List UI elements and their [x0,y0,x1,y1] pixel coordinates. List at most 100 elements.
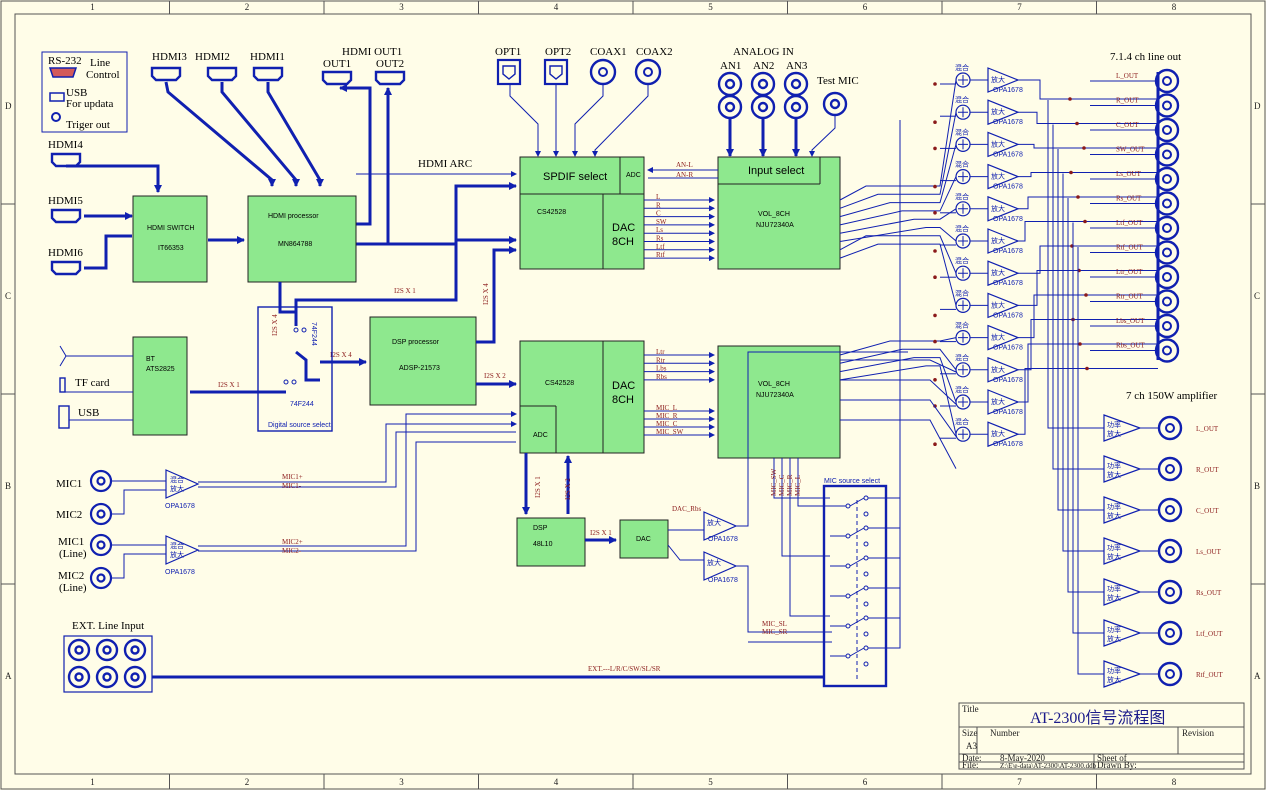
svg-text:放大: 放大 [991,107,1005,116]
svg-text:I2S X 1: I2S X 1 [394,287,416,295]
grid-col-label: 3 [399,2,404,12]
buffer-amp-icon [987,67,1020,93]
svg-text:74F244: 74F244 [310,322,317,346]
buffer-amp-icon [987,163,1020,190]
svg-text:放大: 放大 [991,429,1005,438]
hdmi-out2-port-icon [374,70,406,86]
buffer-amp-icon [987,99,1020,126]
svg-text:8-May-2020: 8-May-2020 [1000,753,1045,763]
svg-text:DAC: DAC [612,380,635,392]
mic-vertical-label: MIC_SW [770,468,778,496]
title-block: Title AT-2300信号流程图 Size A3 Number Revisi… [958,702,1245,770]
svg-text:SPDIF select: SPDIF select [543,171,607,183]
svg-text:RS-232: RS-232 [48,55,82,67]
svg-text:I2S X 1: I2S X 1 [590,529,612,537]
svg-text:OPA1678: OPA1678 [993,345,1023,352]
hdmi-out1-port-icon [321,70,353,86]
amplifier-outputs: 功率放大L_OUT功率放大R_OUT功率放大C_OUT功率放大Ls_OUT功率放… [1047,100,1224,688]
svg-text:混合: 混合 [955,63,969,72]
amp-out-label: L_OUT [1196,425,1219,433]
speaker-terminal-icon [1157,620,1183,646]
svg-text:Test MIC: Test MIC [817,75,859,87]
svg-text:OPA1678: OPA1678 [165,569,195,576]
svg-text:OPA1678: OPA1678 [993,184,1023,191]
ext-line-input: EXT. Line Input EXT.---L/R/C/SW/SL/SR [63,620,824,693]
svg-text:放大: 放大 [991,365,1005,374]
channel-label: Ltf [656,243,665,251]
svg-text:USB: USB [66,87,87,99]
channel-label: MIC_C [656,420,678,428]
buffer-amp-icon [987,260,1020,287]
svg-text:(Line): (Line) [59,548,87,560]
line-out-label: Rs_OUT [1116,195,1142,203]
svg-text:混合: 混合 [170,541,184,550]
svg-text:I2S X 1: I2S X 1 [534,476,542,498]
svg-text:MIC1: MIC1 [56,478,82,490]
svg-text:MIC1-: MIC1- [282,482,302,490]
line-out-label: C_OUT [1116,121,1139,129]
hdmi1-label: HDMI1 [250,51,285,63]
svg-text:OPT1: OPT1 [495,46,521,58]
grid-col-label: 6 [863,2,868,12]
svg-text:ADC: ADC [626,172,641,179]
svg-text:放大: 放大 [1107,470,1121,479]
svg-text:放大: 放大 [707,558,721,567]
hdmi5-label: HDMI5 [48,195,83,207]
svg-text:COAX2: COAX2 [636,46,673,58]
dac-block: DAC [619,519,669,559]
amp-out-label: R_OUT [1196,466,1219,474]
svg-text:DSP processor: DSP processor [392,339,440,346]
grid-col-label: 5 [708,2,713,12]
hdmi2-port-icon [206,66,238,82]
dsp2-block: DSP 48L10 [516,517,586,567]
grid-col-label: 1 [90,777,95,787]
grid-col-label: 6 [863,777,868,787]
buffer-amp-icon [987,292,1020,319]
buffer-amp-icon [987,421,1020,448]
svg-text:功率: 功率 [1107,584,1121,593]
svg-text:USB: USB [78,407,99,419]
line-out-header: 7.1.4 ch line out [1110,51,1181,63]
grid-row-label: A [5,671,12,681]
svg-text:放大: 放大 [991,172,1005,181]
svg-text:VOL_8CH: VOL_8CH [758,211,790,218]
svg-text:混合: 混合 [955,288,969,297]
svg-text:混合: 混合 [955,127,969,136]
grid-row-label: C [1254,291,1260,301]
speaker-terminal-icon [1157,661,1183,687]
digital-inputs: OPT1 OPT2 COAX1 COAX2 [495,46,673,157]
svg-text:8CH: 8CH [612,236,634,248]
svg-text:MIC2: MIC2 [58,570,84,582]
svg-text:CS42528: CS42528 [545,380,574,387]
grid-row-label: C [5,291,11,301]
channel-label: Rs [656,235,664,243]
speaker-terminal-icon [1157,497,1183,523]
amp-out-label: Ls_OUT [1196,548,1222,556]
svg-text:放大: 放大 [991,397,1005,406]
mic-vertical-label: MIC_C [778,474,786,496]
channel-label: MIC_R [656,412,678,420]
channel-label: Rtr [656,356,666,364]
svg-text:EXT.---L/R/C/SW/SL/SR: EXT.---L/R/C/SW/SL/SR [588,665,661,673]
svg-text:放大: 放大 [991,236,1005,245]
svg-text:ATS2825: ATS2825 [146,366,175,373]
svg-text:AN-L: AN-L [676,161,693,169]
svg-text:Z:\E\e-data\AT-2300\AT-2300.dd: Z:\E\e-data\AT-2300\AT-2300.ddb [1000,762,1097,770]
svg-text:I2S X 4: I2S X 4 [271,314,279,336]
svg-text:I2S X 2: I2S X 2 [564,478,572,500]
hdmi-inputs: HDMI3 HDMI2 HDMI1 HDMI4 HDMI5 HDMI6 HDMI… [48,46,406,276]
svg-text:OUT2: OUT2 [376,58,404,70]
svg-text:OPA1678: OPA1678 [993,377,1023,384]
svg-text:AN1: AN1 [720,60,741,72]
svg-text:混合: 混合 [955,417,969,426]
line-out-label: Rtr_OUT [1116,293,1144,301]
svg-text:Number: Number [990,728,1020,738]
hdmi6-port-icon [50,260,82,276]
line-out-label: SW_OUT [1116,146,1145,154]
svg-text:放大: 放大 [991,139,1005,148]
line-outputs: L_OUTR_OUTC_OUTSW_OUTLs_OUTRs_OUTLtf_OUT… [1090,68,1180,363]
line-out-label: Ltr_OUT [1116,268,1143,276]
svg-text:48L10: 48L10 [533,541,553,548]
